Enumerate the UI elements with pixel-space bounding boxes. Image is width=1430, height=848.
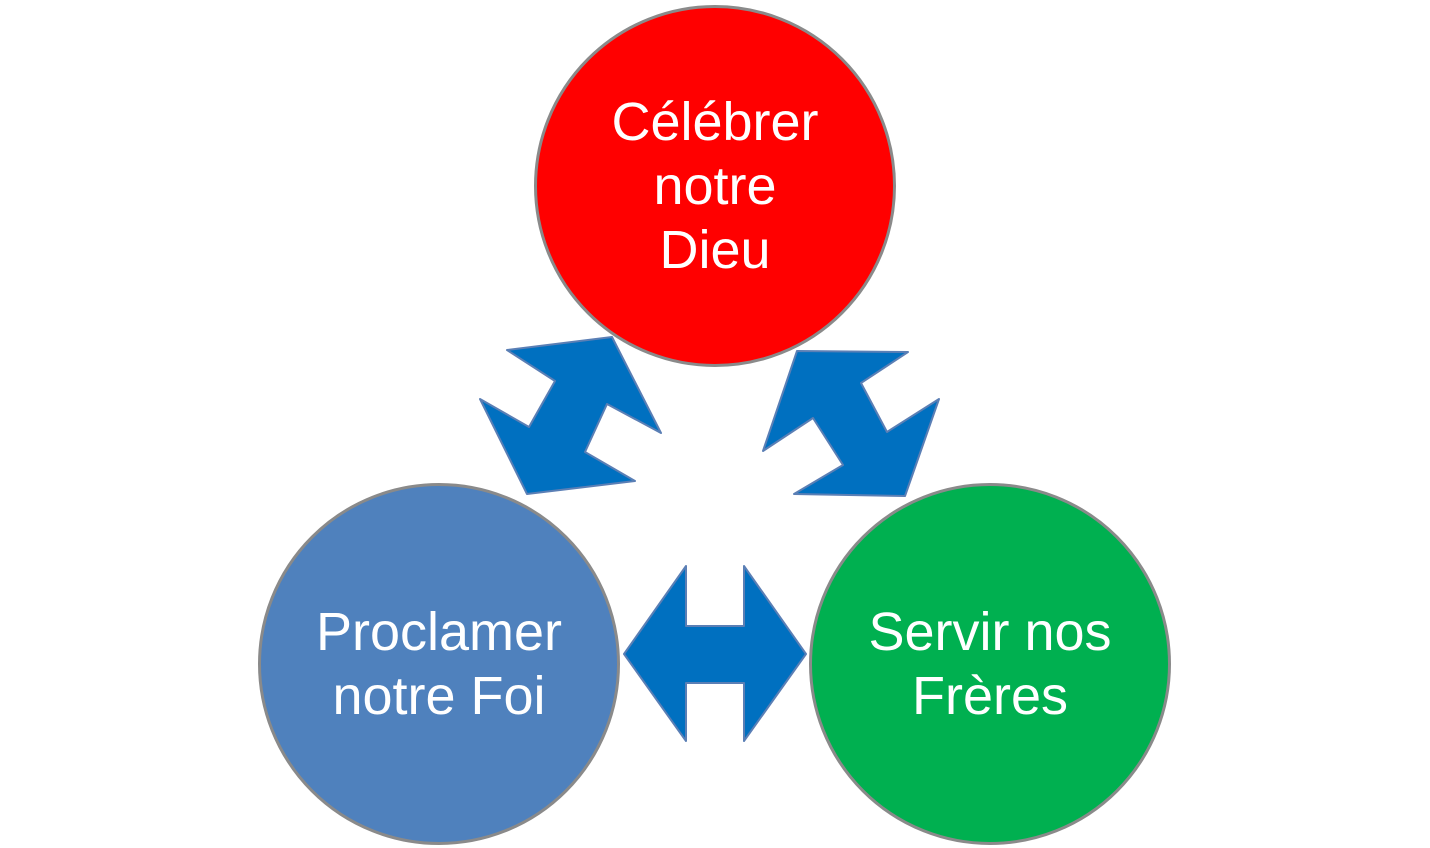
arrow-celebrate-serve xyxy=(762,350,940,497)
node-serve-line1: Servir nos xyxy=(868,602,1112,662)
node-celebrate-line1: Célébrer xyxy=(611,92,819,152)
node-proclaim: Proclamer notre Foi xyxy=(258,483,620,845)
node-proclaim-line1: Proclamer xyxy=(315,602,563,662)
node-celebrate-line2: notre xyxy=(653,156,777,216)
double-arrow-right-diagonal xyxy=(762,350,940,497)
node-celebrate: Célébrer notre Dieu xyxy=(534,5,896,367)
arrow-proclaim-serve xyxy=(623,565,807,742)
node-serve: Servir nos Frères xyxy=(809,483,1171,845)
double-arrow-left-diagonal xyxy=(479,336,662,495)
double-arrow-horizontal xyxy=(623,565,807,742)
arrow-celebrate-proclaim xyxy=(479,336,662,495)
node-proclaim-line2: notre Foi xyxy=(332,666,546,726)
node-serve-line2: Frères xyxy=(911,666,1068,726)
node-celebrate-line3: Dieu xyxy=(659,220,771,280)
